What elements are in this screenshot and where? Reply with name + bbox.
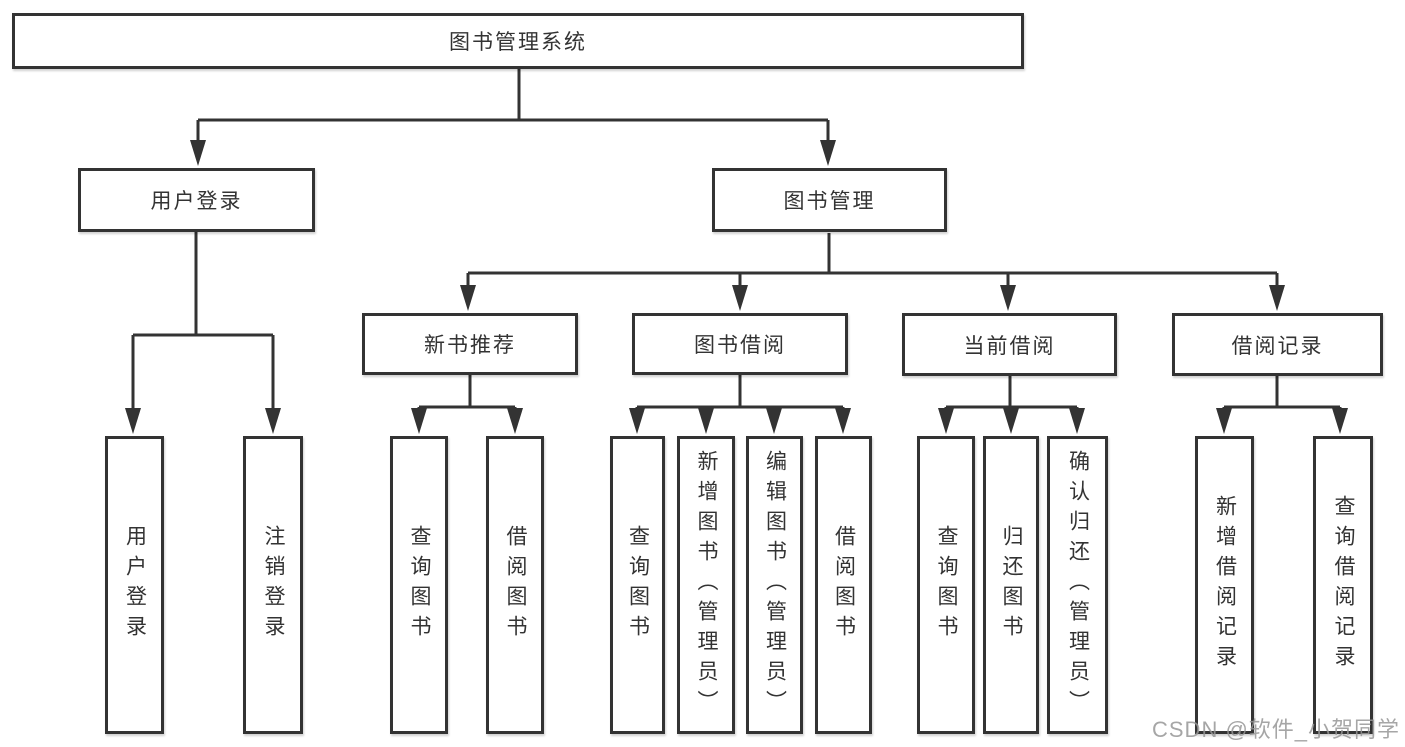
node-leaf-add-books-admin: 新增图书（管理员）: [677, 436, 735, 734]
node-leaf-query-books-3: 查询图书: [917, 436, 975, 734]
node-leaf-query-books-3-label: 查询图书: [935, 525, 958, 645]
node-leaf-edit-books-admin: 编辑图书（管理员）: [746, 436, 803, 734]
node-book-management-module-label: 图书管理: [783, 190, 876, 213]
node-leaf-borrow-books-2: 借阅图书: [815, 436, 872, 734]
node-current-borrowing: 当前借阅: [902, 313, 1117, 376]
csdn-watermark: CSDN @软件_小贺同学: [1152, 717, 1401, 742]
node-leaf-add-books-admin-label: 新增图书（管理员）: [695, 450, 718, 720]
node-leaf-edit-books-admin-label: 编辑图书（管理员）: [763, 450, 787, 720]
node-leaf-add-borrow-record-label: 新增借阅记录: [1213, 495, 1237, 675]
node-leaf-borrow-books-1-label: 借阅图书: [504, 525, 527, 645]
node-book-management-module: 图书管理: [712, 168, 947, 232]
node-root-library-management-system: 图书管理系统: [12, 13, 1024, 69]
node-new-book-recommendation: 新书推荐: [362, 313, 578, 375]
node-root-label: 图书管理系统: [449, 31, 587, 54]
node-new-book-recommendation-label: 新书推荐: [424, 334, 516, 357]
node-leaf-query-books-1: 查询图书: [390, 436, 448, 734]
node-leaf-query-books-1-label: 查询图书: [408, 525, 431, 645]
node-borrowing-records: 借阅记录: [1172, 313, 1383, 376]
node-leaf-return-books-label: 归还图书: [1000, 525, 1023, 645]
node-user-login-module: 用户登录: [78, 168, 315, 232]
node-current-borrowing-label: 当前借阅: [963, 334, 1056, 358]
node-leaf-borrow-books-1: 借阅图书: [486, 436, 544, 734]
node-book-borrowing-label: 图书借阅: [694, 334, 786, 357]
node-leaf-query-borrow-record: 查询借阅记录: [1313, 436, 1373, 734]
node-user-login-module-label: 用户登录: [150, 190, 243, 213]
node-leaf-query-books-2: 查询图书: [610, 436, 665, 734]
node-leaf-query-borrow-record-label: 查询借阅记录: [1332, 495, 1355, 675]
node-leaf-confirm-return-admin-label: 确认归还（管理员）: [1066, 450, 1090, 720]
node-leaf-logout-label: 注销登录: [262, 525, 285, 645]
node-borrowing-records-label: 借阅记录: [1231, 334, 1324, 358]
node-leaf-user-login-label: 用户登录: [123, 525, 147, 645]
node-leaf-query-books-2-label: 查询图书: [626, 525, 650, 645]
node-book-borrowing: 图书借阅: [632, 313, 848, 375]
node-leaf-user-login: 用户登录: [105, 436, 164, 734]
node-leaf-add-borrow-record: 新增借阅记录: [1195, 436, 1254, 734]
node-leaf-logout: 注销登录: [243, 436, 303, 734]
node-leaf-borrow-books-2-label: 借阅图书: [832, 525, 856, 645]
node-leaf-confirm-return-admin: 确认归还（管理员）: [1047, 436, 1108, 734]
node-leaf-return-books: 归还图书: [983, 436, 1039, 734]
